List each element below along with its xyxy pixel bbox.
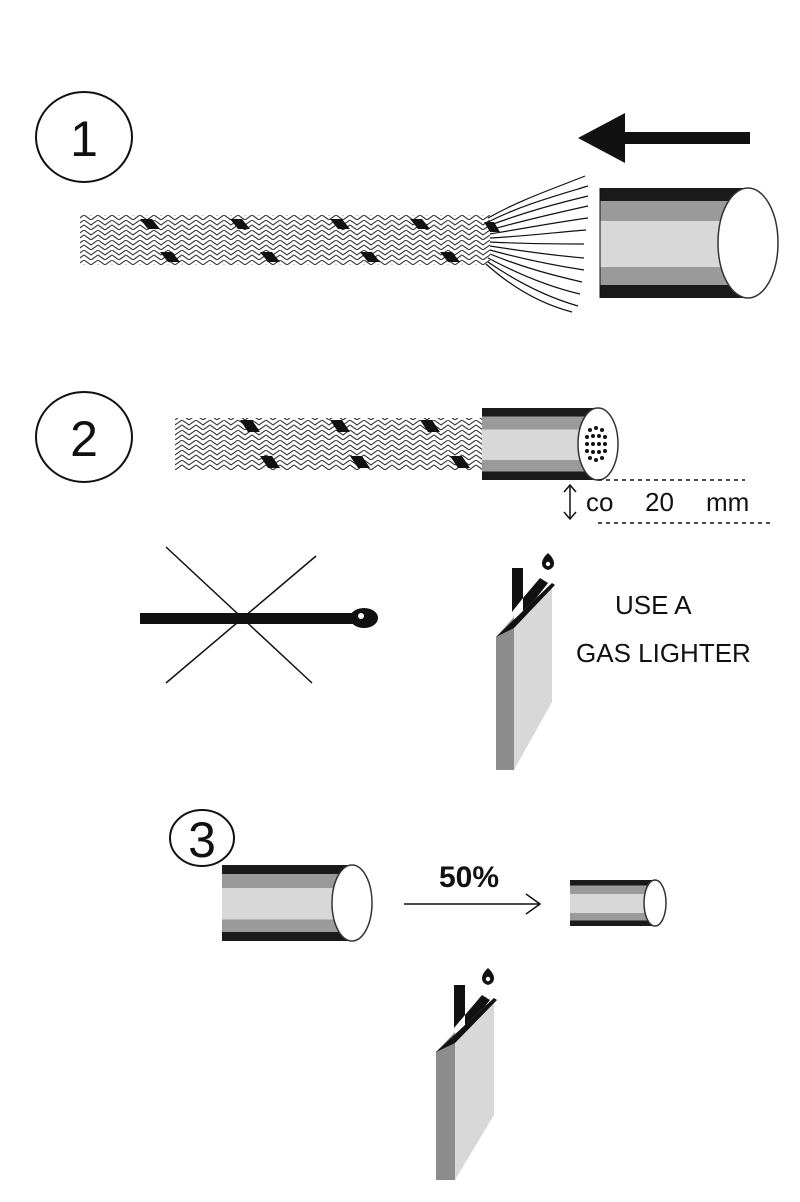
shrink-tube-large bbox=[599, 187, 779, 299]
step-1-number: 1 bbox=[70, 111, 98, 167]
rope-frayed bbox=[80, 175, 589, 313]
instruction-line-1: USE A bbox=[615, 590, 692, 620]
step-3-circle bbox=[169, 809, 235, 867]
shrink-tube-after bbox=[570, 879, 667, 927]
flame-icon bbox=[542, 553, 554, 570]
step-1: 1 bbox=[35, 91, 779, 313]
overhang-measure: co 20 mm bbox=[563, 479, 770, 524]
step-3-number: 3 bbox=[188, 812, 216, 868]
gas-lighter-icon bbox=[496, 553, 555, 770]
rope-with-tube bbox=[175, 407, 619, 481]
gas-lighter-icon bbox=[436, 968, 497, 1180]
measure-prefix: co bbox=[586, 487, 613, 517]
arrow-left-icon bbox=[578, 113, 750, 163]
no-match-warning bbox=[140, 546, 378, 684]
cross-out-icon bbox=[165, 546, 317, 684]
step-1-circle bbox=[35, 91, 133, 183]
step-2: 2 bbox=[35, 391, 770, 770]
shrink-percent-label: 50% bbox=[439, 861, 499, 894]
step-2-circle bbox=[35, 391, 133, 483]
instruction-line-2: GAS LIGHTER bbox=[576, 638, 751, 668]
step-2-number: 2 bbox=[70, 411, 98, 467]
match-icon bbox=[140, 608, 378, 628]
measure-value: 20 bbox=[645, 487, 674, 517]
flame-icon bbox=[482, 968, 494, 985]
shrink-tube-before bbox=[222, 864, 373, 942]
arrow-right-icon bbox=[404, 893, 542, 915]
step-3: 3 50% bbox=[169, 809, 667, 1180]
measure-unit: mm bbox=[706, 487, 749, 517]
